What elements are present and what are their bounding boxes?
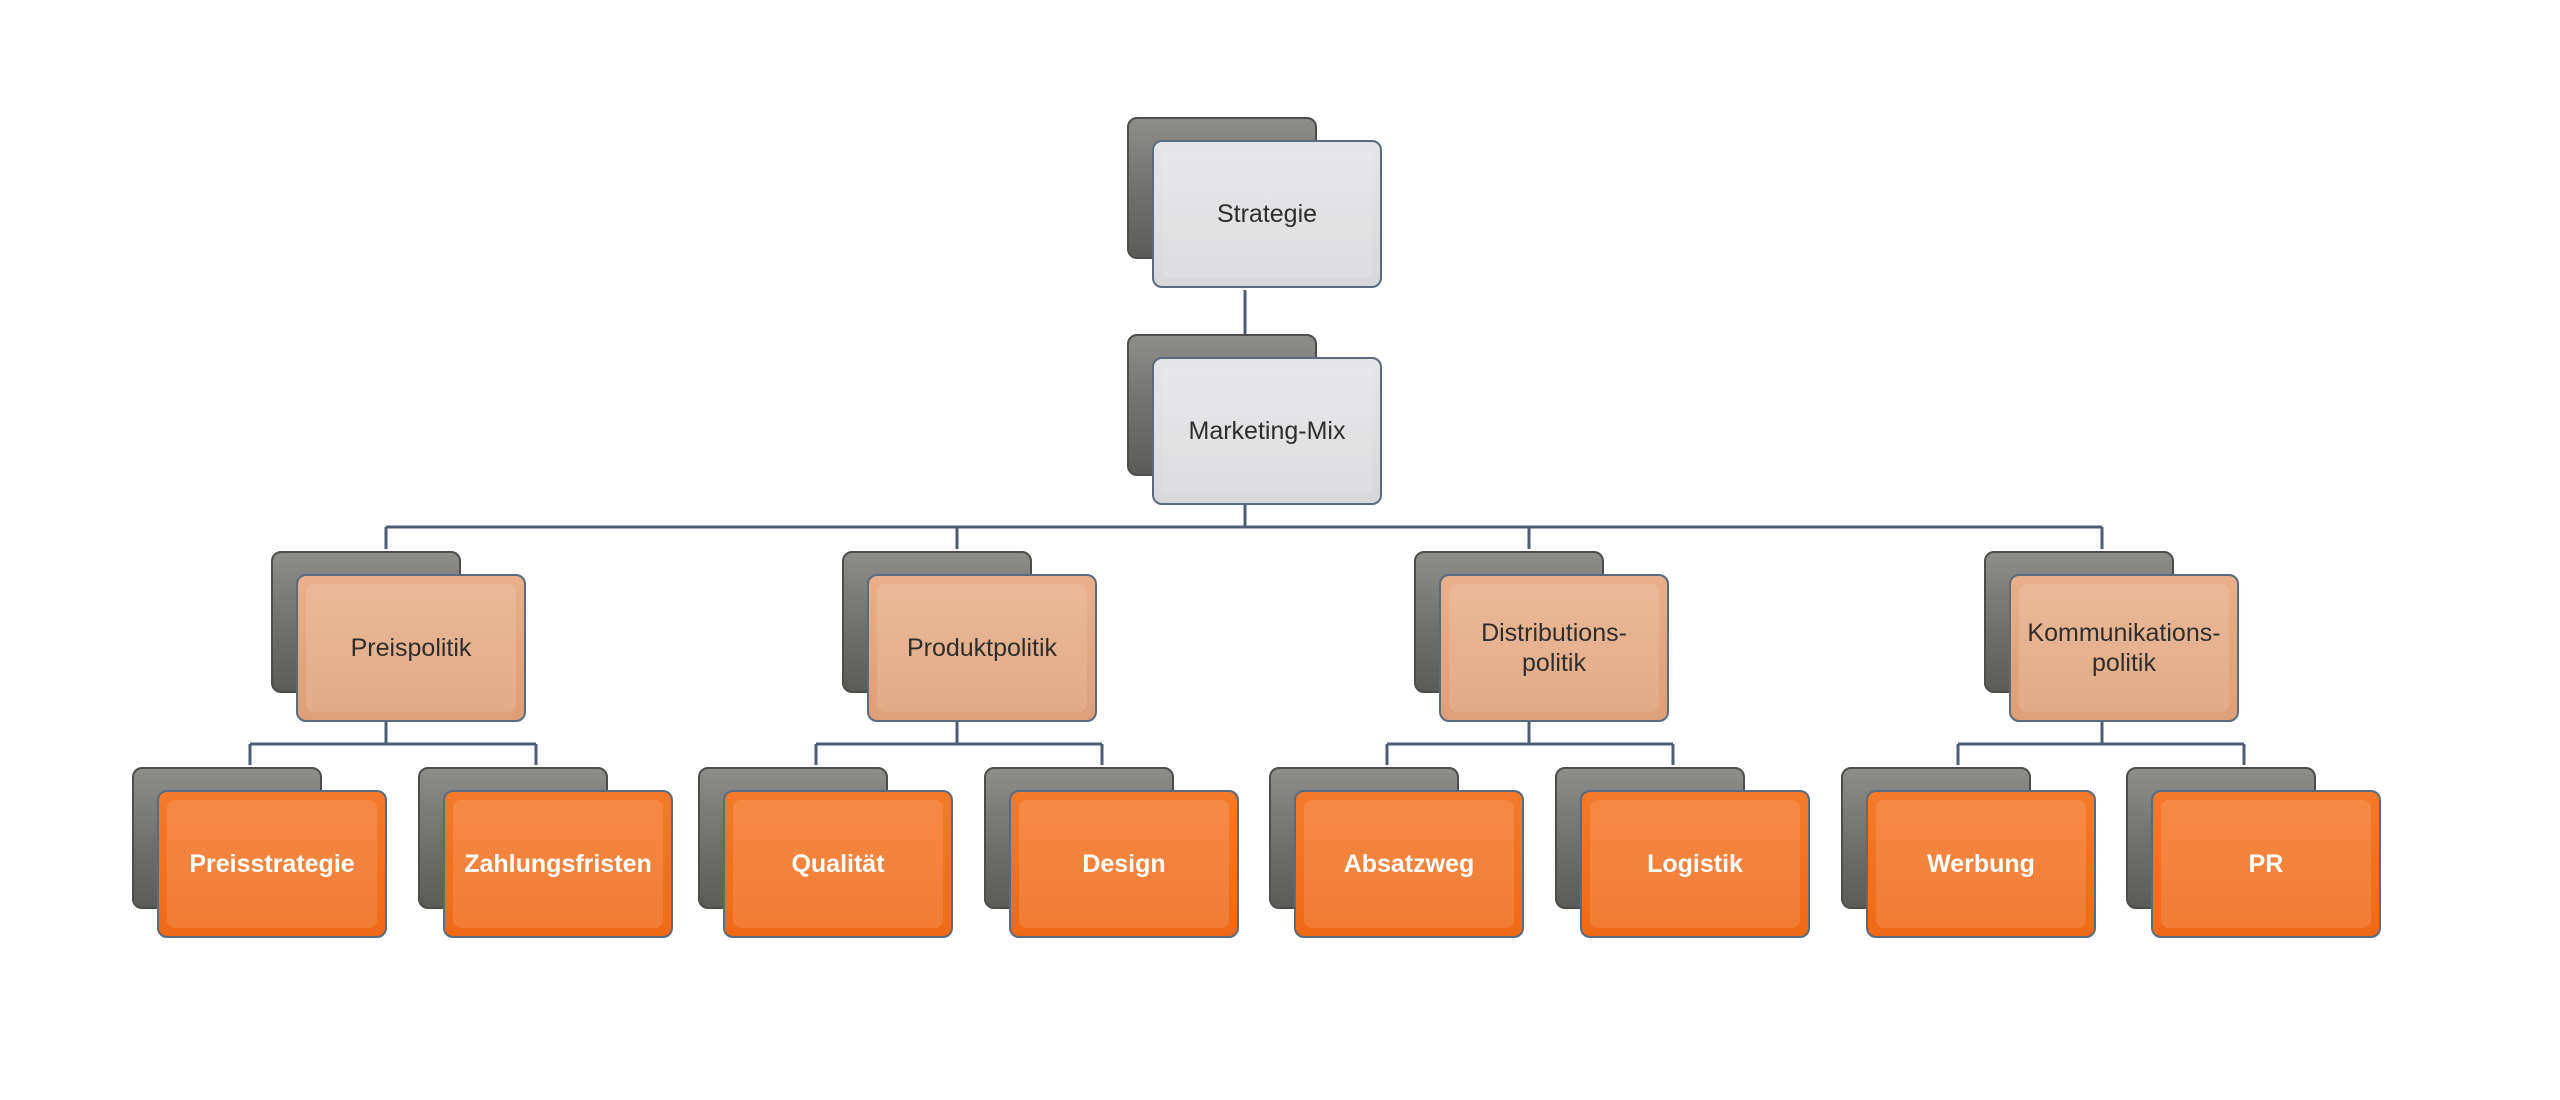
node-qualitaet: Qualität bbox=[698, 767, 953, 938]
node-marketing-mix: Marketing-Mix bbox=[1127, 334, 1382, 505]
node-distributionspolitik-label: Distributions- politik bbox=[1439, 574, 1669, 722]
node-preisstrategie: Preisstrategie bbox=[132, 767, 387, 938]
node-marketing-mix-label: Marketing-Mix bbox=[1152, 357, 1382, 505]
node-strategie-label: Strategie bbox=[1152, 140, 1382, 288]
node-preispolitik: Preispolitik bbox=[271, 551, 526, 722]
node-produktpolitik: Produktpolitik bbox=[842, 551, 1097, 722]
node-preispolitik-label: Preispolitik bbox=[296, 574, 526, 722]
node-werbung-label: Werbung bbox=[1866, 790, 2096, 938]
node-preisstrategie-label: Preisstrategie bbox=[157, 790, 387, 938]
node-design-label: Design bbox=[1009, 790, 1239, 938]
node-distributionspolitik: Distributions- politik bbox=[1414, 551, 1669, 722]
node-strategie: Strategie bbox=[1127, 117, 1382, 288]
node-kommunikationspolitik-label: Kommunikations- politik bbox=[2009, 574, 2239, 722]
node-zahlungsfristen: Zahlungsfristen bbox=[418, 767, 673, 938]
node-produktpolitik-label: Produktpolitik bbox=[867, 574, 1097, 722]
node-logistik: Logistik bbox=[1555, 767, 1810, 938]
node-kommunikationspolitik: Kommunikations- politik bbox=[1984, 551, 2239, 722]
node-absatzweg-label: Absatzweg bbox=[1294, 790, 1524, 938]
node-logistik-label: Logistik bbox=[1580, 790, 1810, 938]
node-pr-label: PR bbox=[2151, 790, 2381, 938]
node-absatzweg: Absatzweg bbox=[1269, 767, 1524, 938]
node-pr: PR bbox=[2126, 767, 2381, 938]
node-zahlungsfristen-label: Zahlungsfristen bbox=[443, 790, 673, 938]
node-qualitaet-label: Qualität bbox=[723, 790, 953, 938]
node-werbung: Werbung bbox=[1841, 767, 2096, 938]
node-design: Design bbox=[984, 767, 1239, 938]
